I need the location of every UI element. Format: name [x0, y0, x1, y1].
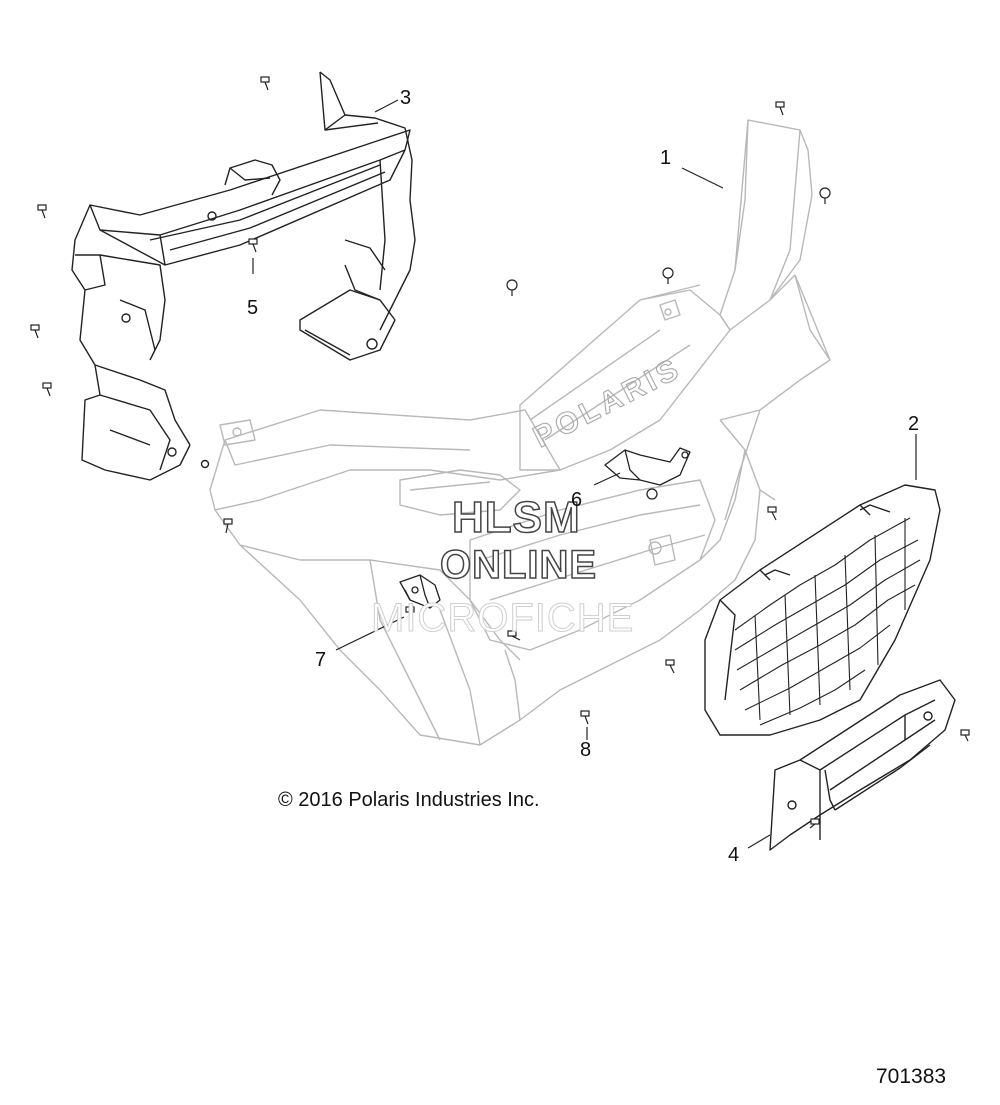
screw-icon — [662, 267, 674, 284]
part-6-bracket — [604, 447, 691, 500]
screw-icon — [665, 659, 675, 674]
watermark-line-2: ONLINE — [439, 542, 598, 588]
screw-icon — [506, 279, 518, 296]
screw-icon — [819, 187, 831, 204]
leader-1 — [681, 167, 724, 189]
screw-icon — [260, 76, 270, 91]
screw-icon — [223, 518, 233, 534]
part-3-radiator-shroud — [71, 71, 416, 481]
screw-icon — [42, 382, 52, 397]
callout-7: 7 — [315, 649, 327, 671]
leader-4 — [747, 834, 771, 849]
leader-lines — [252, 99, 917, 849]
leader-7 — [335, 616, 405, 651]
screw-icon — [775, 101, 785, 116]
figure-number: 701383 — [876, 1065, 947, 1088]
callout-4: 4 — [728, 844, 740, 866]
part-2-mesh-grille — [704, 484, 941, 736]
callout-2: 2 — [908, 413, 920, 435]
callout-1: 1 — [660, 147, 672, 169]
part-7-latch — [399, 574, 441, 609]
fasteners — [30, 76, 970, 829]
leader-6 — [593, 472, 621, 486]
callout-5: 5 — [247, 297, 259, 319]
leader-3 — [374, 99, 399, 113]
screw-icon — [960, 729, 970, 742]
screw-icon — [30, 324, 40, 339]
part-4-lower-panel — [769, 679, 956, 851]
callout-8: 8 — [580, 739, 592, 761]
screw-icon — [507, 630, 521, 641]
screw-icon — [248, 238, 258, 253]
part-1-front-fascia: POLARIS — [209, 119, 831, 746]
watermark-line-3: MICROFICHE — [370, 596, 635, 641]
screw-icon — [809, 818, 820, 829]
callout-3: 3 — [400, 87, 412, 109]
watermark-line-1: HLSM — [451, 492, 581, 543]
screw-icon — [580, 710, 590, 725]
callout-6: 6 — [571, 489, 583, 511]
screw-icon — [37, 204, 47, 219]
screw-icon — [405, 606, 415, 620]
screw-icon — [767, 506, 777, 521]
copyright-notice: © 2016 Polaris Industries Inc. — [278, 789, 540, 811]
